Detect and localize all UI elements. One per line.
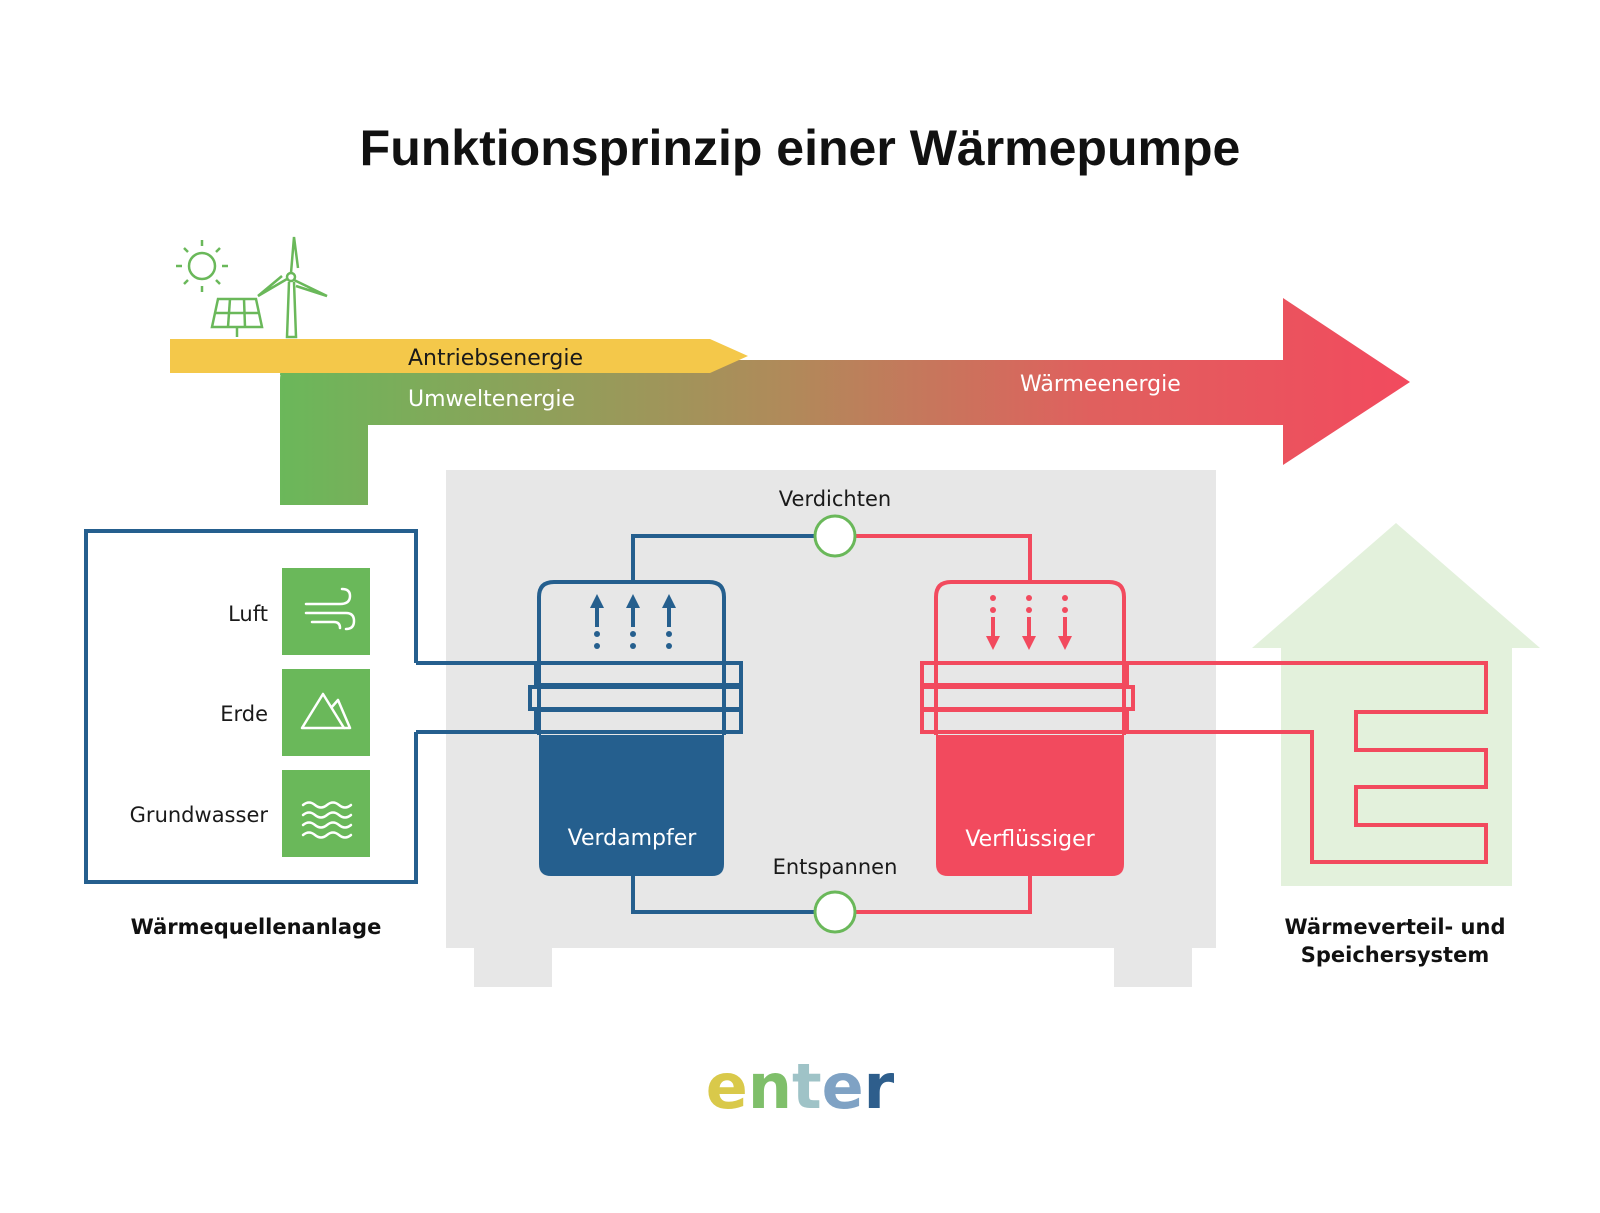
expand-label: Entspannen	[773, 855, 898, 879]
distribution-label-line2: Speichersystem	[1301, 943, 1489, 967]
sun-icon	[176, 240, 228, 292]
source-tile-air	[282, 568, 370, 655]
drive-energy-band	[170, 339, 748, 373]
refrigerant-line-top-blue	[631, 534, 814, 582]
evaporator	[528, 580, 743, 876]
logo-letter: e	[822, 1050, 864, 1123]
refrigerant-line-top-red	[856, 534, 1032, 582]
page-title: Funktionsprinzip einer Wärmepumpe	[360, 120, 1241, 176]
compressor	[813, 514, 857, 558]
distribution-label-line1: Wärmeverteil- und	[1285, 915, 1506, 939]
source-tile-earth	[282, 669, 370, 756]
drive-energy-label: Antriebsenergie	[408, 346, 583, 371]
rising-vapor-arrows	[590, 594, 676, 649]
energy-flow-arrow	[170, 298, 1410, 505]
house-shape	[1252, 523, 1540, 886]
wind-icon	[304, 587, 356, 631]
source-label-groundwater: Grundwasser	[130, 803, 269, 827]
enter-logo: enter	[706, 1050, 895, 1123]
refrigerant-line-bottom-red	[856, 876, 1032, 914]
mountain-icon	[300, 692, 352, 730]
condensing-arrows	[986, 595, 1072, 650]
compress-label: Verdichten	[779, 487, 891, 511]
heating-circuit	[1124, 661, 1488, 864]
source-label-air: Luft	[228, 602, 268, 626]
source-loop	[84, 529, 418, 884]
water-waves-icon	[301, 801, 353, 839]
environment-energy-label: Umweltenergie	[408, 387, 575, 412]
solar-panel-icon	[210, 297, 264, 337]
condenser-label: Verflüssiger	[965, 827, 1095, 852]
source-label-earth: Erde	[220, 702, 268, 726]
logo-letter: n	[748, 1050, 792, 1123]
source-system-label: Wärmequellenanlage	[131, 915, 382, 939]
wind-turbine-icon	[257, 236, 328, 339]
logo-letter: r	[864, 1050, 895, 1123]
heat-energy-label: Wärmeenergie	[1020, 372, 1181, 397]
evaporator-label: Verdampfer	[568, 826, 698, 851]
logo-letter: t	[792, 1050, 822, 1123]
expansion-valve	[813, 890, 857, 934]
source-tile-groundwater	[282, 770, 370, 857]
refrigerant-line-bottom-blue	[631, 876, 814, 914]
logo-letter: e	[706, 1050, 748, 1123]
